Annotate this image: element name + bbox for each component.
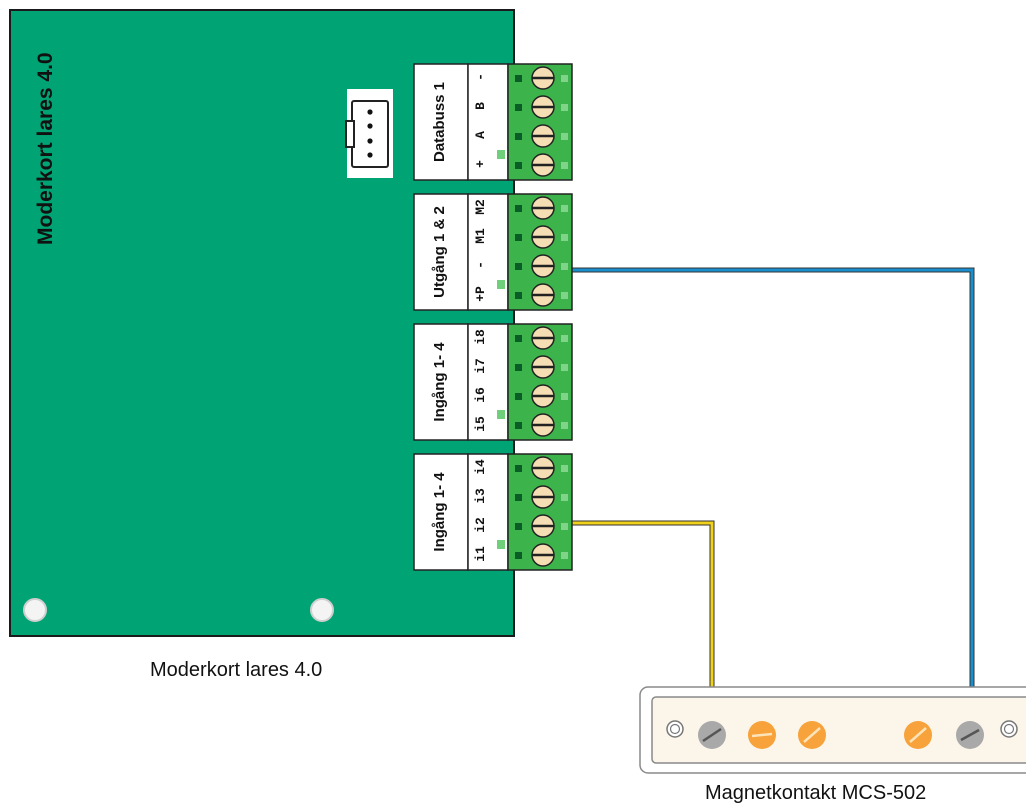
header-pin	[367, 109, 373, 115]
sensor-terminal-slot	[751, 732, 773, 738]
terminal-pin-square	[515, 422, 522, 429]
connector-tab	[497, 280, 505, 289]
pin-label: M1	[473, 228, 488, 244]
terminal-pin-square	[515, 364, 522, 371]
terminal-pin-square	[515, 104, 522, 111]
connector-label: Databuss 1	[431, 82, 448, 162]
connector-label: Utgång 1 & 2	[431, 206, 448, 298]
terminal-side-mark	[561, 75, 568, 82]
terminal-pin-square	[515, 162, 522, 169]
motherboard-title: Moderkort lares 4.0	[34, 52, 57, 245]
pin-label-strip	[467, 193, 509, 311]
terminal-side-mark	[561, 393, 568, 400]
terminal-side-mark	[561, 422, 568, 429]
terminal-pin-square	[515, 465, 522, 472]
sensor-terminal-slot	[702, 727, 722, 743]
terminal-pin-square	[515, 494, 522, 501]
pin-label: +	[473, 160, 488, 168]
blue-wire-outline	[572, 267, 975, 728]
terminal-side-mark	[561, 292, 568, 299]
connector-label: Ingång 1- 4	[431, 472, 448, 552]
connector-blocks: Databuss 1 + A B - Utgång 1 & 2 +P - M1 M2Ingång …	[413, 63, 573, 571]
blue-wire	[572, 268, 974, 728]
terminal-pin-square	[515, 234, 522, 241]
pin-label: M2	[473, 199, 488, 215]
terminal-pin-square	[515, 393, 522, 400]
terminal-side-mark	[561, 523, 568, 530]
mounting-hole-right	[310, 598, 334, 622]
pin-label: i4	[473, 459, 488, 475]
header-pin	[367, 123, 373, 129]
pin-label: i5	[473, 416, 488, 432]
terminal-pin-square	[515, 133, 522, 140]
connector-label-card	[413, 323, 469, 441]
connector-block: Ingång 1- 4 i5 i6 i7 i8	[413, 323, 573, 441]
terminal-side-mark	[561, 494, 568, 501]
pin-label: i3	[473, 488, 488, 504]
terminal-side-mark	[561, 162, 568, 169]
connector-tab	[497, 150, 505, 159]
pin-label: -	[473, 261, 488, 269]
connector-block: Ingång 1- 4 i1 i2 i3 i4	[413, 453, 573, 571]
terminal-pin-square	[515, 335, 522, 342]
terminal-pin-square	[515, 523, 522, 530]
header-notch	[345, 120, 355, 148]
connector-label: Ingång 1- 4	[431, 342, 448, 422]
terminal-side-mark	[561, 552, 568, 559]
connector-tab	[497, 540, 505, 549]
sensor-terminal-slot	[803, 727, 821, 743]
mounting-hole-left	[23, 598, 47, 622]
sensor-screw-hole-left-inner	[669, 723, 681, 735]
sensor-caption: Magnetkontakt MCS-502	[705, 782, 926, 804]
connector-block: Utgång 1 & 2 +P - M1 M2	[413, 193, 573, 311]
terminal-side-mark	[561, 263, 568, 270]
header-pin	[367, 138, 373, 144]
terminal-pin-square	[515, 75, 522, 82]
terminal-side-mark	[561, 234, 568, 241]
pin-label: i1	[473, 546, 488, 562]
terminal-side-mark	[561, 335, 568, 342]
pin-label: A	[473, 131, 488, 139]
pin-label: +P	[473, 286, 488, 302]
motherboard-caption: Moderkort lares 4.0	[150, 659, 322, 681]
sensor-body-inner	[651, 696, 1026, 764]
connector-label-card	[413, 193, 469, 311]
sensor-terminal-slot	[960, 728, 980, 742]
sensor-screw-hole-right-inner	[1003, 723, 1015, 735]
pin-label: B	[473, 102, 488, 110]
pin-label: i2	[473, 517, 488, 533]
pin-label-strip	[467, 453, 509, 571]
pin-label: i6	[473, 387, 488, 403]
terminal-pin-square	[515, 292, 522, 299]
pin-label: i7	[473, 358, 488, 374]
terminal-pin-square	[515, 205, 522, 212]
pin-label: i8	[473, 329, 488, 345]
terminal-side-mark	[561, 104, 568, 111]
small-pin-header	[345, 89, 393, 178]
terminal-side-mark	[561, 205, 568, 212]
pin-label: -	[473, 73, 488, 81]
terminal-pin-square	[515, 552, 522, 559]
magnetic-contact-sensor	[639, 686, 1026, 774]
terminal-side-mark	[561, 133, 568, 140]
wires	[572, 267, 975, 728]
terminal-pin-square	[515, 263, 522, 270]
connector-label-card	[413, 63, 469, 181]
header-pin	[367, 152, 373, 158]
connector-block: Databuss 1 + A B -	[413, 63, 573, 181]
terminal-side-mark	[561, 465, 568, 472]
sensor-terminals	[698, 721, 984, 749]
terminal-side-mark	[561, 364, 568, 371]
yellow-wire	[572, 521, 714, 728]
connector-tab	[497, 410, 505, 419]
sensor-terminal-slot	[909, 727, 927, 743]
